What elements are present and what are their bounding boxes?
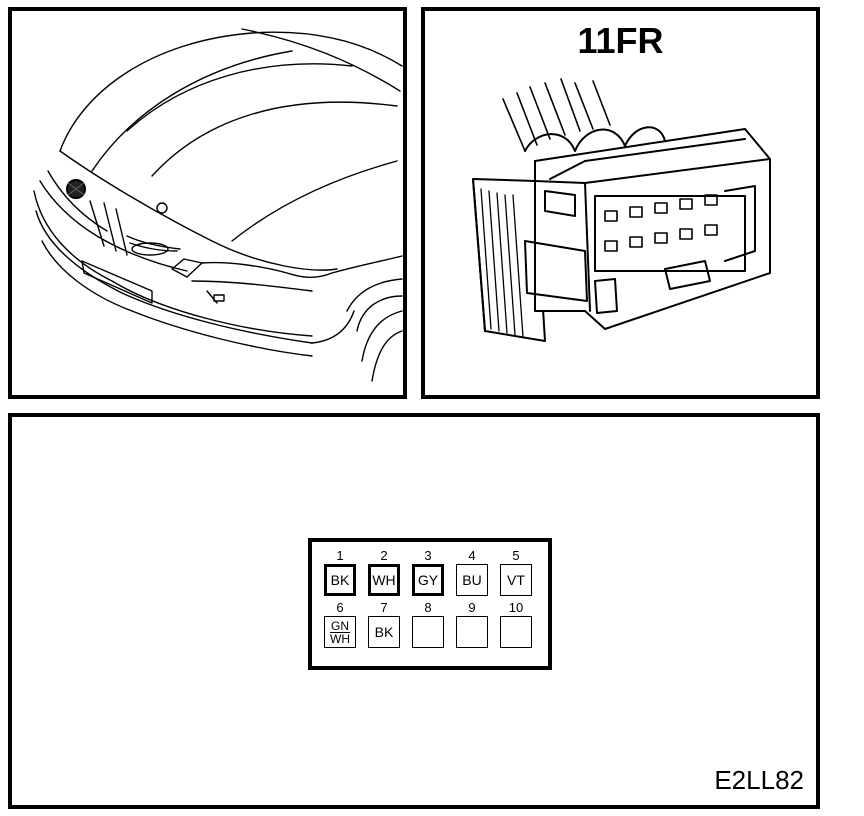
pin-wire-color (500, 616, 532, 648)
pin-number: 3 (424, 548, 432, 563)
wire-color-label: BU (462, 572, 482, 588)
pin-10: 10 (498, 601, 534, 651)
pin-number: 2 (380, 548, 388, 563)
connector-view-panel: 11FR (421, 7, 820, 399)
pin-wire-color: WH (368, 564, 400, 596)
pin-number: 5 (512, 548, 520, 563)
pin-8: 8 (410, 601, 446, 651)
connector-illustration (472, 78, 771, 342)
wire-color-label: WH (330, 631, 350, 646)
pin-wire-color (456, 616, 488, 648)
wire-color-label: VT (507, 572, 525, 588)
pin-number: 1 (336, 548, 344, 563)
wire-color-label: GN (330, 618, 350, 633)
pin-number: 7 (380, 600, 388, 615)
pin-number: 4 (468, 548, 476, 563)
pin-wire-color: BK (324, 564, 356, 596)
figure-reference-code: E2LL82 (714, 765, 804, 795)
wire-color-label: GY (417, 572, 439, 588)
pin-number: 6 (336, 600, 344, 615)
car-front-illustration (33, 28, 403, 382)
pin-number: 9 (468, 600, 476, 615)
wire-color-label: WH (372, 572, 396, 588)
pin-wire-color: VT (500, 564, 532, 596)
wire-color-label: BK (330, 572, 350, 588)
pin-number: 8 (424, 600, 432, 615)
pin-wire-color (412, 616, 444, 648)
pin-wire-color: GY (412, 564, 444, 596)
pin-number: 10 (508, 600, 524, 615)
car-location-panel (8, 7, 407, 399)
pin-9: 9 (454, 601, 490, 651)
pin-wire-color: BK (368, 616, 400, 648)
wire-color-label: BK (374, 624, 394, 640)
connector-title: 11FR (577, 20, 664, 61)
pin-wire-color: BU (456, 564, 488, 596)
